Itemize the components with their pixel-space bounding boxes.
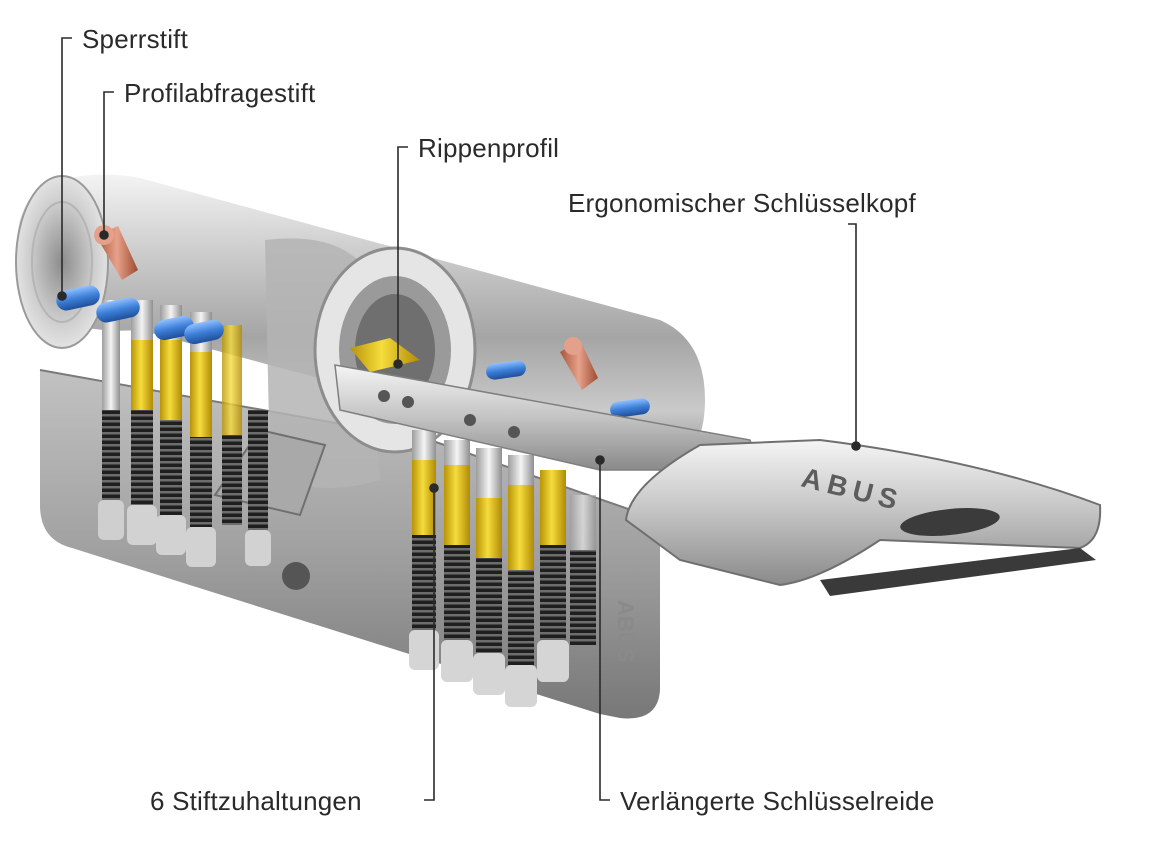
label-profilabfragestift: Profilabfragestift [124,78,316,108]
left-pin-stacks [98,300,271,567]
fixing-screw-hole [282,562,310,590]
leader-stiftzuhaltungen [424,488,435,801]
label-rippenprofil: Rippenprofil [418,133,560,163]
leader-profilabfragestift [103,91,114,235]
leader-rippenprofil [397,146,408,364]
right-pin-stacks [409,430,596,707]
leader-sperrstift [61,37,72,296]
profile-query-pins-copper [94,225,598,390]
label-ergonomischer-schluesselkopf: Ergonomischer Schlüsselkopf [568,188,916,218]
body-brand-stamp: ABUS [613,600,638,662]
leader-lines [57,37,861,801]
key-head: ABUS [624,438,1102,596]
locking-pins-blue [56,285,650,418]
leader-schluesselkopf [848,223,857,446]
label-sperrstift: Sperrstift [82,24,189,54]
label-verlaengerte-schluesselreide: Verlängerte Schlüsselreide [620,786,935,816]
label-6-stiftzuhaltungen: 6 Stiftzuhaltungen [150,786,362,816]
leader-schluesselreide [599,460,610,801]
locking-cam [213,428,327,517]
